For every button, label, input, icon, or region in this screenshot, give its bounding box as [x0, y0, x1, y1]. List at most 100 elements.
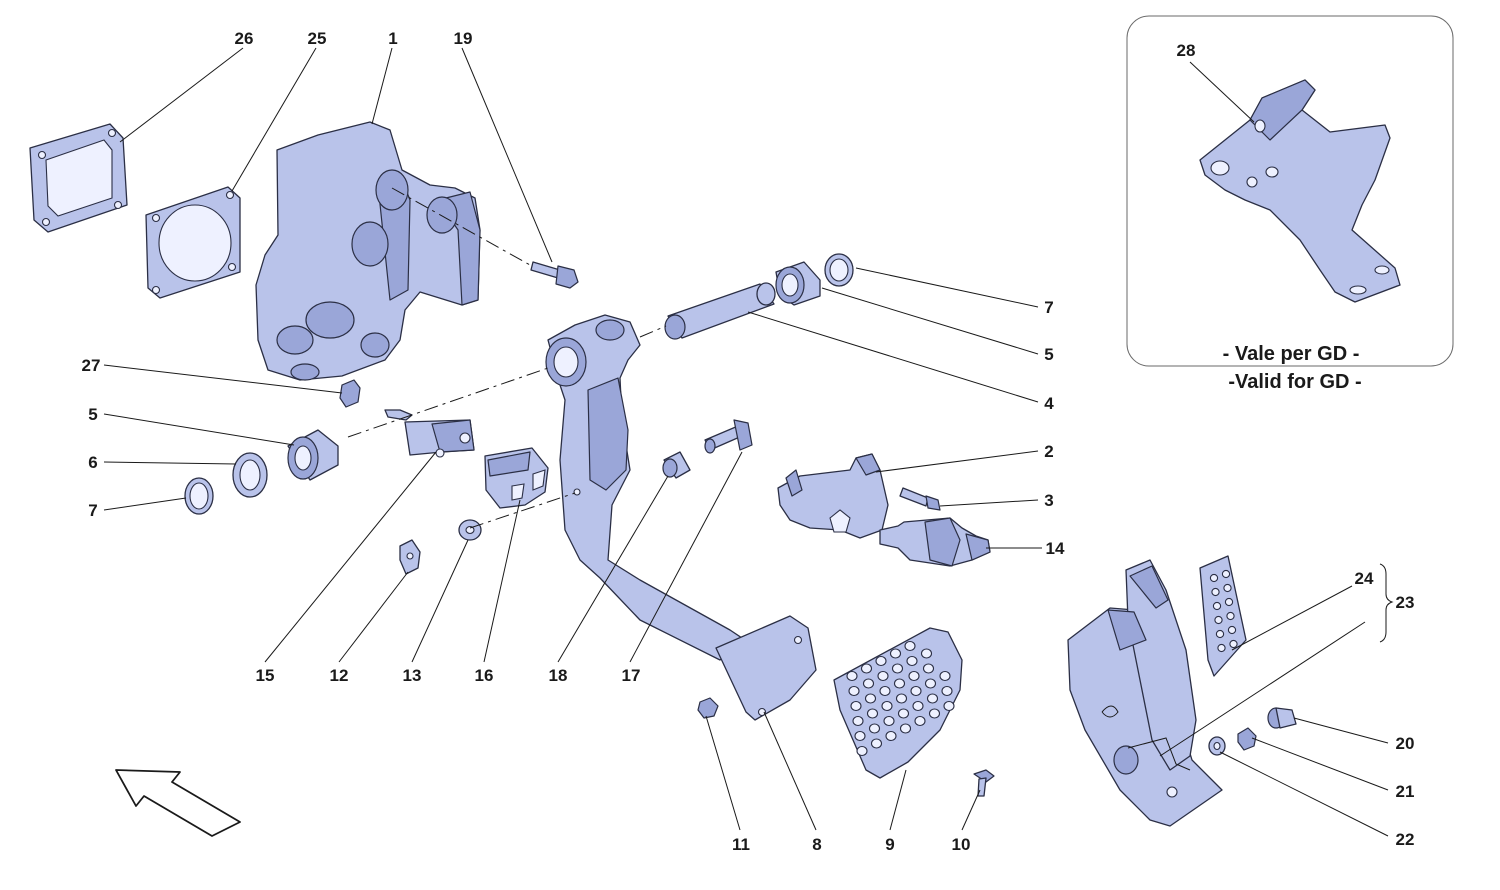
cover-16[interactable]	[484, 447, 549, 509]
pad-hole	[864, 693, 877, 704]
pad-hole	[875, 655, 887, 667]
callout-numbers: 26 25 1 19 7 5 4 2 3 14 27 5 6 7 15 12 1…	[82, 29, 1415, 854]
pad-hole	[1209, 573, 1219, 583]
spacer-6[interactable]	[232, 452, 268, 498]
callout-16: 16	[475, 666, 494, 685]
callout-23: 23	[1396, 593, 1415, 612]
switch-bracket-2[interactable]	[777, 453, 889, 539]
nut-27[interactable]	[339, 379, 361, 408]
callout-18: 18	[549, 666, 568, 685]
pad-hole	[883, 715, 895, 727]
inset-box	[1126, 15, 1454, 367]
pad-hole	[893, 678, 906, 689]
pad-hole	[1217, 643, 1226, 653]
stop-switch-14[interactable]	[879, 517, 991, 567]
washer-22[interactable]	[1208, 736, 1226, 756]
pad-hole	[885, 730, 897, 742]
callout-15: 15	[256, 666, 275, 685]
pad-hole	[1223, 583, 1232, 593]
inset-caption-english: -Valid for GD -	[1228, 371, 1361, 393]
callout-20: 20	[1396, 734, 1415, 753]
pad-hole	[889, 648, 902, 659]
ring-7-left[interactable]	[184, 477, 214, 515]
pad-hole	[860, 663, 873, 674]
callout-13: 13	[403, 666, 422, 685]
leader-lines	[103, 47, 1394, 837]
bracket-15[interactable]	[384, 409, 475, 458]
pedal-box-housing-1[interactable]	[255, 121, 481, 381]
callout-26: 26	[235, 29, 254, 48]
callout-27: 27	[82, 356, 101, 375]
screw-10[interactable]	[973, 769, 995, 797]
callout-12: 12	[330, 666, 349, 685]
pad-hole	[848, 685, 860, 697]
bolt-19[interactable]	[530, 261, 579, 289]
callout-5-left: 5	[88, 405, 97, 424]
pad-hole	[904, 640, 916, 652]
cap-20[interactable]	[1267, 707, 1297, 729]
pad-hole	[850, 700, 862, 712]
callout-21: 21	[1396, 782, 1415, 801]
pad-hole	[926, 693, 939, 704]
pad-hole	[906, 655, 918, 667]
pad-hole	[866, 708, 879, 719]
callout-2: 2	[1044, 442, 1053, 461]
pad-hole	[868, 723, 881, 734]
pedal-pad-9[interactable]	[833, 627, 963, 779]
nut-11[interactable]	[697, 697, 719, 719]
callout-4: 4	[1044, 394, 1054, 413]
pad-hole	[1211, 587, 1220, 597]
gasket-26[interactable]	[29, 123, 128, 233]
pad-hole	[1227, 625, 1237, 635]
ring-7-right[interactable]	[824, 253, 854, 287]
gasket-25[interactable]	[145, 186, 241, 299]
washer-13[interactable]	[458, 519, 482, 541]
pad-hole	[879, 685, 891, 697]
pad-hole	[912, 700, 924, 712]
accelerator-pedal-23[interactable]	[1067, 559, 1223, 827]
pad-hole	[1221, 569, 1231, 579]
clip-12[interactable]	[399, 539, 421, 575]
callout-6: 6	[88, 453, 97, 472]
callout-22: 22	[1396, 830, 1415, 849]
pad-hole	[870, 738, 883, 749]
pad-hole	[941, 685, 953, 697]
callout-8: 8	[812, 835, 821, 854]
screw-3[interactable]	[899, 487, 941, 511]
pad-24-holes	[1209, 569, 1238, 653]
inset-caption-italian: - Vale per GD -	[1223, 343, 1360, 365]
pad-hole	[924, 678, 937, 689]
pedal-pad-8[interactable]	[715, 615, 817, 721]
bushing-5-left[interactable]	[287, 429, 339, 481]
callout-3: 3	[1044, 491, 1053, 510]
pad-hole	[899, 723, 912, 734]
pad-hole	[939, 670, 951, 682]
brake-pedal-arm[interactable]	[545, 314, 746, 661]
pad-hole	[897, 708, 910, 719]
pin-17[interactable]	[704, 419, 753, 454]
pedal-pad-24[interactable]	[1199, 555, 1247, 677]
bracket-28[interactable]	[1199, 79, 1401, 303]
pad-hole	[877, 670, 889, 682]
nut-21[interactable]	[1237, 727, 1257, 751]
pivot-tube-4[interactable]	[664, 282, 776, 340]
bushing-5-right[interactable]	[775, 261, 821, 306]
direction-arrow-icon	[115, 769, 241, 837]
assembly-axis-lines	[347, 187, 667, 529]
pad-hole	[1229, 639, 1238, 649]
pad-hole	[881, 700, 893, 712]
pad-hole	[854, 730, 866, 742]
callout-28: 28	[1177, 41, 1196, 60]
pad-hole	[1214, 615, 1223, 625]
pad-hole	[852, 715, 864, 727]
callout-1: 1	[388, 29, 397, 48]
callout-7-right: 7	[1044, 298, 1053, 317]
callout-19: 19	[454, 29, 473, 48]
spacer-18[interactable]	[662, 451, 691, 479]
pad-hole	[895, 693, 908, 704]
callout-14: 14	[1046, 539, 1065, 558]
callout-10: 10	[952, 835, 971, 854]
callout-11: 11	[732, 835, 750, 854]
pad-hole	[1224, 597, 1234, 607]
